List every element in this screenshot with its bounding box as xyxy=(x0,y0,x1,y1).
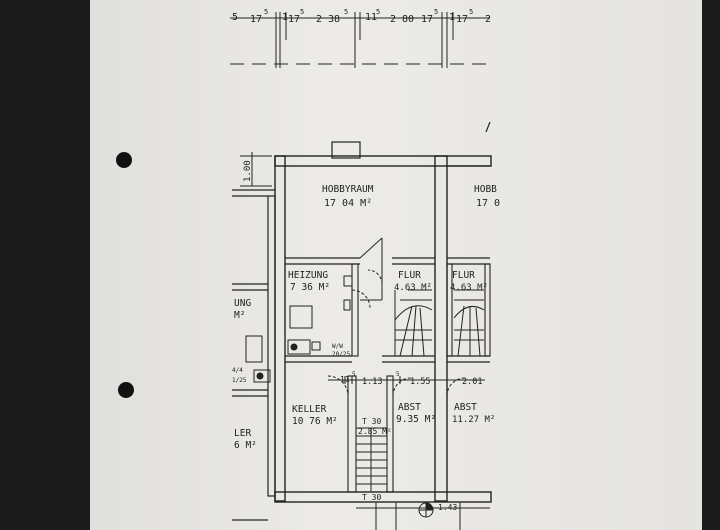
top-dimension-strip xyxy=(230,12,490,68)
left-fixtures xyxy=(245,335,271,383)
room-flur2-name: FLUR xyxy=(452,270,475,281)
room-abst2-area: 11.27 M² xyxy=(452,415,495,425)
dim-143: 1.43 xyxy=(438,503,457,512)
stair-t30 xyxy=(327,375,466,493)
bottom-dimension xyxy=(356,502,490,530)
dim-155: 1.55 xyxy=(410,377,430,387)
label-left-frac1: 4/4 xyxy=(232,367,243,374)
dim-top-16: 5 xyxy=(469,8,473,16)
dim-11: 11 xyxy=(340,375,350,384)
left-neighbour-walls xyxy=(232,189,276,521)
dim-top-10: 5 xyxy=(376,8,380,16)
corner-mark xyxy=(485,121,491,133)
dim-top-15: 17 xyxy=(456,14,468,25)
dim-top-13: 5 xyxy=(434,8,438,16)
dim-top-4: 1 xyxy=(282,12,288,23)
stair-flur xyxy=(351,237,485,357)
paper-sheet: 5 17 5 1 17 5 2 38 5 11 5 2 80 17 5 1 17… xyxy=(90,0,702,530)
building-walls xyxy=(274,141,492,503)
room-hobbyraum-name: HOBBYRAUM xyxy=(322,184,374,195)
dim-5b: 5 xyxy=(396,371,400,378)
punch-hole-upper xyxy=(116,152,132,168)
dim-top-2: 17 xyxy=(250,14,262,25)
punch-hole-lower xyxy=(118,382,134,398)
dim-top-9: 11 xyxy=(365,12,377,23)
dim-side-100: 1.00 xyxy=(243,160,253,182)
room-flur1-name: FLUR xyxy=(398,270,421,281)
room-left2-name: LER xyxy=(234,428,251,439)
dim-top-5: 17 xyxy=(288,14,300,25)
room-left1-area: M² xyxy=(234,310,245,321)
dim-top-12: 17 xyxy=(421,14,433,25)
floor-plan-drawing: 5 17 5 1 17 5 2 38 5 11 5 2 80 17 5 1 17… xyxy=(230,8,500,530)
room-t30-area: 2.85 M² xyxy=(358,427,392,436)
dim-113: 1.13 xyxy=(362,377,382,387)
dim-top-8: 5 xyxy=(344,8,348,16)
room-left2-area: 6 M² xyxy=(234,440,257,451)
label-frac: 20/25 xyxy=(332,351,350,358)
dim-top-14: 1 xyxy=(449,12,455,23)
label-wd: W/W xyxy=(332,343,343,350)
room-heizung-name: HEIZUNG xyxy=(288,270,328,281)
room-keller-area: 10 76 M² xyxy=(292,416,338,427)
room-keller-name: KELLER xyxy=(292,404,327,415)
inner-dimension xyxy=(328,376,485,384)
dim-top-6: 5 xyxy=(300,8,304,16)
dim-5a: 5 xyxy=(352,371,356,378)
paper-shading xyxy=(90,0,702,530)
dim-top-3: 5 xyxy=(264,8,268,16)
heizung-fixtures xyxy=(287,275,353,355)
room-abst1-area: 9.35 M² xyxy=(396,414,436,425)
label-left-frac2: 1/25 xyxy=(232,377,247,384)
dim-top-17: 2 xyxy=(485,14,491,25)
room-hobbyraum2-name: HOBB xyxy=(474,184,497,195)
room-hobbyraum2-area: 17 0 xyxy=(476,198,500,209)
side-dimension xyxy=(240,152,272,187)
room-heizung-area: 7 36 M² xyxy=(290,282,330,293)
dim-top-7: 2 38 xyxy=(316,14,340,25)
room-hobbyraum-area: 17 04 M² xyxy=(324,198,372,209)
room-left1-name: UNG xyxy=(234,298,251,309)
room-flur1-area: 4.63 M² xyxy=(394,283,432,293)
room-abst2-name: ABST xyxy=(454,402,477,413)
dim-201: 2.01 xyxy=(462,377,482,387)
room-t30-name: T 30 xyxy=(362,417,381,426)
dim-t30: T 30 xyxy=(362,493,381,502)
dim-top-11: 2 80 xyxy=(390,14,414,25)
dim-top-1: 5 xyxy=(232,12,238,23)
room-flur2-area: 4.63 M² xyxy=(450,283,488,293)
room-abst1-name: ABST xyxy=(398,402,421,413)
